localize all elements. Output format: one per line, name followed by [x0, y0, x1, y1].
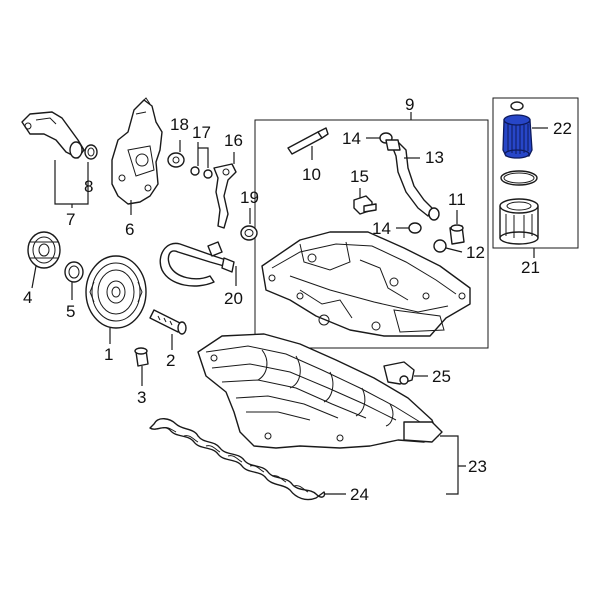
o-ring-8 [84, 144, 98, 160]
crankshaft-pulley-1 [85, 255, 147, 329]
sensor-18 [167, 152, 185, 168]
callout-6: 6 [125, 220, 134, 239]
callout-10: 10 [302, 165, 321, 184]
oil-pan-group-frame [254, 119, 489, 349]
callout-7: 7 [66, 210, 75, 229]
callout-25: 25 [432, 367, 451, 386]
seal-5 [64, 261, 84, 283]
callout-5: 5 [66, 302, 75, 321]
plug-3 [134, 347, 149, 367]
callout-16: 16 [224, 131, 243, 150]
oil-pan-body [261, 231, 471, 337]
bracket-housing-6 [111, 97, 163, 205]
callout-17: 17 [192, 123, 211, 142]
o-ring-14-lower [408, 222, 422, 234]
sensor-25 [383, 361, 415, 385]
callout-21: 21 [521, 258, 540, 277]
leader-lines [31, 112, 548, 495]
callout-labels: 1 2 3 4 5 6 7 8 9 10 11 12 13 14 14 15 1… [23, 95, 572, 504]
o-ring-12 [433, 239, 447, 253]
callout-18: 18 [170, 115, 189, 134]
callout-22: 22 [553, 119, 572, 138]
pulley-4 [27, 231, 61, 269]
plug-11 [449, 224, 465, 245]
filter-housing-cap-21 [499, 198, 539, 245]
bolt-2 [149, 309, 187, 335]
intake-gasket-24 [149, 418, 326, 501]
hose-20 [159, 241, 235, 287]
oil-filter-group-frame [492, 97, 579, 249]
o-rings-17 [190, 166, 213, 179]
callout-8: 8 [84, 177, 93, 196]
sealant-tube-10 [287, 127, 329, 155]
bolt-15 [353, 195, 377, 215]
callout-14-lower: 14 [372, 219, 391, 238]
callout-14-upper: 14 [342, 129, 361, 148]
callout-20: 20 [224, 289, 243, 308]
callout-15: 15 [350, 167, 369, 186]
filter-o-ring [500, 170, 538, 186]
callout-11: 11 [448, 190, 466, 209]
callout-4: 4 [23, 288, 32, 307]
oil-filter-element-22[interactable] [502, 101, 533, 159]
intake-manifold-23 [197, 333, 443, 449]
callout-24: 24 [350, 485, 369, 504]
callout-12: 12 [466, 243, 485, 262]
callout-19: 19 [240, 188, 259, 207]
seal-19 [240, 225, 258, 241]
callout-1: 1 [104, 345, 113, 364]
tube-bracket-16 [213, 163, 237, 229]
callout-23: 23 [468, 457, 487, 476]
oil-tube-13 [385, 139, 440, 221]
coolant-outlet-housing [21, 111, 85, 159]
callout-2: 2 [166, 351, 175, 370]
callout-3: 3 [137, 388, 146, 407]
callout-9: 9 [405, 95, 414, 114]
callout-13: 13 [425, 148, 444, 167]
